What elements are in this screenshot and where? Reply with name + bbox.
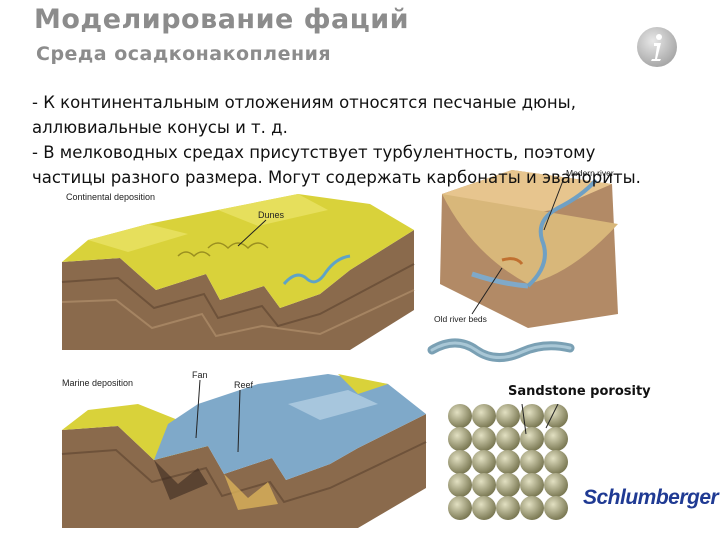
page-title: Моделирование фаций: [34, 4, 409, 35]
paragraph-shallow-water: - В мелководных средах присутствует турб…: [32, 140, 652, 190]
sandstone-porosity-diagram: [448, 404, 568, 522]
grain-rows: [448, 404, 568, 520]
paragraph-continental: - К континентальным отложениям относятся…: [32, 90, 652, 140]
sandstone-porosity-title: Sandstone porosity: [508, 384, 651, 399]
brand-logo: Schlumberger: [583, 486, 718, 510]
old-river-beds-label: Old river beds: [434, 314, 487, 324]
body-text: - К континентальным отложениям относятся…: [32, 90, 652, 190]
marine-label: Marine deposition: [62, 378, 133, 388]
marine-deposition-diagram: Marine deposition Fan Reef: [58, 364, 430, 532]
fan-label: Fan: [192, 370, 208, 380]
info-icon[interactable]: [636, 26, 678, 68]
dunes-label: Dunes: [258, 210, 285, 220]
continental-label: Continental deposition: [66, 192, 155, 202]
reef-label: Reef: [234, 380, 254, 390]
continental-deposition-diagram: Continental deposition Dunes: [58, 190, 418, 352]
river-channel-shape: [426, 332, 576, 376]
page-subtitle: Среда осадконакопления: [36, 43, 331, 65]
